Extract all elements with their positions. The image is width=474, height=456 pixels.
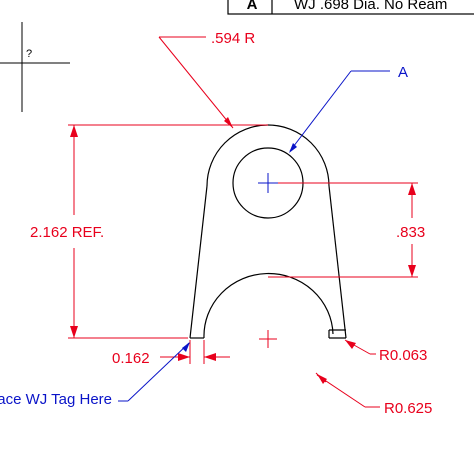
callout-A-text: A	[398, 64, 408, 81]
arrow-top	[70, 125, 78, 137]
dim-radius-top[interactable]: .594 R	[158, 30, 255, 129]
dim-radius-top-text: .594 R	[211, 30, 255, 47]
title-block-ref: A	[247, 0, 258, 13]
dim-cut-radius-text: R0.625	[384, 400, 432, 417]
arrow-top	[408, 183, 416, 195]
dim-hole-to-cut-text: .833	[396, 224, 425, 241]
tag-note-text: Place WJ Tag Here	[0, 391, 112, 408]
dim-fillet[interactable]: R0.063	[344, 339, 427, 364]
hole-center-mark	[258, 173, 278, 193]
callout-arrow	[289, 143, 297, 153]
tag-leader	[127, 342, 190, 402]
callout-leader	[289, 70, 352, 152]
right-edge[interactable]	[328, 185, 347, 339]
left-edge[interactable]	[189, 185, 208, 339]
dim-edge-offset-text: 0.162	[112, 350, 150, 367]
dim-edge-offset[interactable]: 0.162	[112, 340, 230, 367]
tag-note[interactable]: Place WJ Tag Here	[0, 342, 190, 408]
arrow-left	[178, 353, 190, 361]
cutout-center-mark	[259, 330, 277, 348]
title-block: A WJ .698 Dia. No Ream	[227, 0, 474, 15]
leader-line	[158, 36, 234, 129]
fillet-arrow	[345, 340, 356, 349]
cut-radius-arrow	[317, 374, 327, 384]
arrow-bottom	[408, 265, 416, 277]
title-block-description: WJ .698 Dia. No Ream	[294, 0, 447, 13]
dim-hole-to-cut[interactable]: .833	[268, 182, 425, 278]
dim-fillet-text: R0.063	[379, 347, 427, 364]
arrow-bottom	[70, 326, 78, 338]
cursor-glyph: ?	[26, 48, 32, 60]
part-outline[interactable]	[189, 124, 347, 339]
semicircle-cutout[interactable]	[203, 272, 334, 339]
dim-cut-radius[interactable]: R0.625	[315, 372, 432, 417]
callout-A[interactable]: A	[289, 64, 408, 153]
tag-arrow	[182, 342, 190, 352]
arrow-right	[204, 353, 216, 361]
title-block-border	[227, 0, 474, 15]
dim-overall-height[interactable]: 2.162 REF.	[30, 124, 268, 339]
crosshair-cursor-icon: ?	[0, 22, 70, 112]
dim-overall-height-text: 2.162 REF.	[30, 224, 104, 241]
